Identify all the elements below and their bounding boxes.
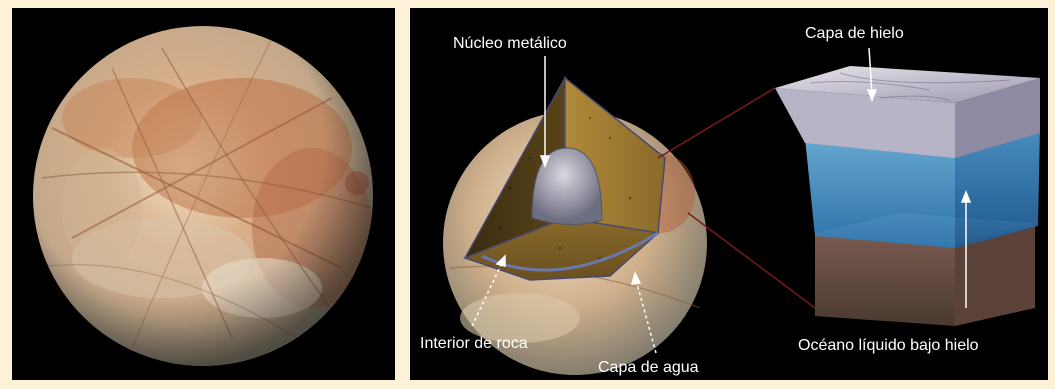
moon-photo-panel xyxy=(12,8,395,380)
cutaway-diagram: Núcleo metálico Capa de hielo Interior d… xyxy=(410,8,1048,380)
ice-ocean-block xyxy=(775,66,1040,326)
label-ice-layer: Capa de hielo xyxy=(805,25,904,42)
label-water-layer: Capa de agua xyxy=(598,359,699,376)
moon-photo xyxy=(12,8,395,380)
cutaway-diagram-panel: Núcleo metálico Capa de hielo Interior d… xyxy=(410,8,1048,380)
label-rock-interior: Interior de roca xyxy=(420,335,528,352)
callout-line-bottom xyxy=(688,213,815,308)
label-metal-core: Núcleo metálico xyxy=(453,35,567,52)
callout-line-top xyxy=(658,88,775,158)
label-ocean: Océano líquido bajo hielo xyxy=(798,337,979,354)
